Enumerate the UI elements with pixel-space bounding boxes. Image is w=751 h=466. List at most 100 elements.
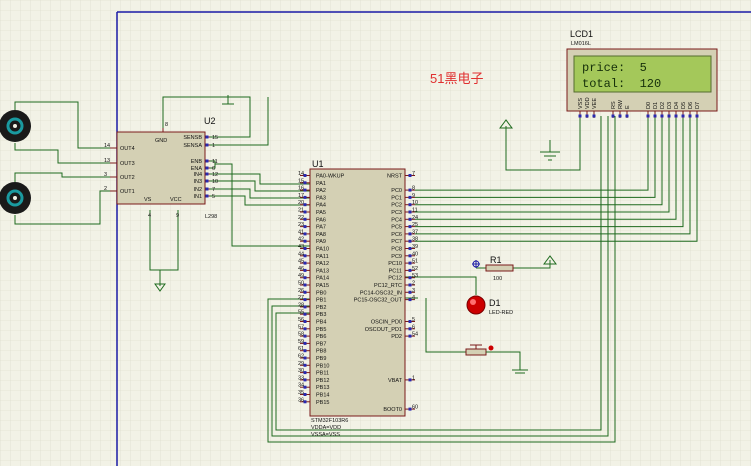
u2-pin-marker[interactable] <box>205 194 209 198</box>
lcd-pin-marker[interactable] <box>625 114 629 118</box>
u1-pin-marker[interactable] <box>303 341 307 345</box>
u1-pin-marker[interactable] <box>303 356 307 360</box>
stm32-mcu[interactable]: U1 STM32F103R6 VDDA=VDD VSSA=VSS PA0-WKU… <box>298 159 418 438</box>
u1-pin-marker[interactable] <box>408 195 412 199</box>
u1-pin-marker[interactable] <box>303 254 307 258</box>
u1-left-pin-num: 20 <box>298 200 304 206</box>
u1-pin-marker[interactable] <box>303 320 307 323</box>
u1-pin-marker[interactable] <box>408 254 412 258</box>
lcd-pin-marker[interactable] <box>688 114 692 118</box>
u1-pin-marker[interactable] <box>303 305 307 309</box>
u2-pin-marker[interactable] <box>205 166 209 170</box>
lcd-pin-marker[interactable] <box>592 114 596 118</box>
u1-pin-marker[interactable] <box>408 283 412 287</box>
u1-pin-marker[interactable] <box>303 195 307 199</box>
u1-pin-marker[interactable] <box>408 327 412 331</box>
u1-right-pin-num: 53 <box>412 273 418 279</box>
u1-pin-marker[interactable] <box>303 385 307 389</box>
u2-right-pin-label: IN1 <box>193 194 202 200</box>
u1-pin-marker[interactable] <box>303 298 307 302</box>
u1-pin-marker[interactable] <box>303 232 307 236</box>
lcd-pin-marker[interactable] <box>674 114 678 118</box>
u1-pin-marker[interactable] <box>303 349 307 353</box>
motor-1[interactable] <box>0 110 31 142</box>
u1-pin-marker[interactable] <box>303 217 307 221</box>
u1-pin-marker[interactable] <box>408 261 412 265</box>
u1-pin-marker[interactable] <box>303 181 307 185</box>
lcd-pin-marker[interactable] <box>646 114 650 118</box>
u1-pin-marker[interactable] <box>303 268 307 272</box>
u1-pin-marker[interactable] <box>303 393 307 396</box>
u1-pin-marker[interactable] <box>408 225 412 229</box>
u1-pin-marker[interactable] <box>303 327 307 331</box>
u2-pin-marker[interactable] <box>205 159 209 163</box>
resistor-r1[interactable]: R1 100 <box>485 255 514 282</box>
motor-2[interactable] <box>0 182 31 214</box>
u1-pin-marker[interactable] <box>408 247 412 250</box>
lcd-pin-marker[interactable] <box>585 114 589 118</box>
u1-pin-marker[interactable] <box>303 174 307 177</box>
u1-pin-marker[interactable] <box>408 334 412 338</box>
u1-pin-marker[interactable] <box>408 210 412 214</box>
lcd-pin-marker[interactable] <box>695 114 699 118</box>
u2-pin-marker[interactable] <box>205 143 209 147</box>
u1-pin-marker[interactable] <box>408 174 412 177</box>
u1-pin-marker[interactable] <box>408 276 412 280</box>
lcd-pin-marker[interactable] <box>653 114 657 118</box>
u2-right-pin-label: IN2 <box>193 187 202 193</box>
u1-pin-marker[interactable] <box>408 239 412 243</box>
u1-pin-marker[interactable] <box>408 203 412 207</box>
lcd-pin-marker[interactable] <box>618 114 622 118</box>
u2-vcc-label: VCC <box>170 197 182 203</box>
u1-pin-marker[interactable] <box>303 203 307 207</box>
u1-pin-marker[interactable] <box>303 188 307 192</box>
u1-pin-marker[interactable] <box>303 378 307 382</box>
u1-pin-marker[interactable] <box>408 298 412 302</box>
u1-pin-marker[interactable] <box>303 210 307 214</box>
lcd-line-2: total: 120 <box>582 77 661 91</box>
u1-pin-marker[interactable] <box>303 363 307 367</box>
d1-part: LED-RED <box>489 310 513 316</box>
u1-pin-marker[interactable] <box>303 371 307 375</box>
u1-pin-marker[interactable] <box>303 239 307 243</box>
lcd-pin-marker[interactable] <box>660 114 664 118</box>
u1-pin-marker[interactable] <box>303 276 307 280</box>
u1-right-pin-num: 5 <box>412 317 415 323</box>
u1-pin-marker[interactable] <box>303 283 307 287</box>
u1-pin-marker[interactable] <box>408 378 412 382</box>
lcd-pin-marker[interactable] <box>681 114 685 118</box>
u1-pin-marker[interactable] <box>303 312 307 316</box>
u1-pin-marker[interactable] <box>303 247 307 250</box>
u1-left-pin-label: PA14 <box>316 276 329 282</box>
r1-ref: R1 <box>490 255 502 265</box>
u1-pin-marker[interactable] <box>408 232 412 236</box>
push-button[interactable] <box>456 344 494 356</box>
u2-right-pin-num: 6 <box>212 166 215 172</box>
u1-pin-marker[interactable] <box>408 320 412 323</box>
lcd-pin-marker[interactable] <box>667 114 671 118</box>
u1-pin-marker[interactable] <box>303 261 307 265</box>
u1-pin-marker[interactable] <box>303 290 307 294</box>
u2-pin-marker[interactable] <box>205 135 209 139</box>
u1-right-pin-num: 52 <box>412 266 418 272</box>
u1-pin-marker[interactable] <box>408 290 412 294</box>
u2-pin-marker[interactable] <box>205 172 209 176</box>
u1-pin-marker[interactable] <box>408 407 412 411</box>
u1-pin-marker[interactable] <box>408 268 412 272</box>
u1-right-pin-num: 51 <box>412 259 418 265</box>
lcd-pin-label: E <box>625 105 631 109</box>
u1-pin-marker[interactable] <box>303 334 307 338</box>
u1-pin-marker[interactable] <box>303 225 307 229</box>
u2-pin-marker[interactable] <box>205 187 209 191</box>
lcd-pin-marker[interactable] <box>578 114 582 118</box>
led-d1[interactable]: D1 LED-RED <box>466 295 513 316</box>
u1-pin-marker[interactable] <box>408 188 412 192</box>
lcd-pin-marker[interactable] <box>611 114 615 118</box>
u1-part: STM32F103R6 <box>311 418 348 424</box>
u1-pin-marker[interactable] <box>408 217 412 221</box>
u2-pin-marker[interactable] <box>205 179 209 183</box>
u1-pin-marker[interactable] <box>303 400 307 404</box>
u1-left-pin-label: PA10 <box>316 247 329 253</box>
